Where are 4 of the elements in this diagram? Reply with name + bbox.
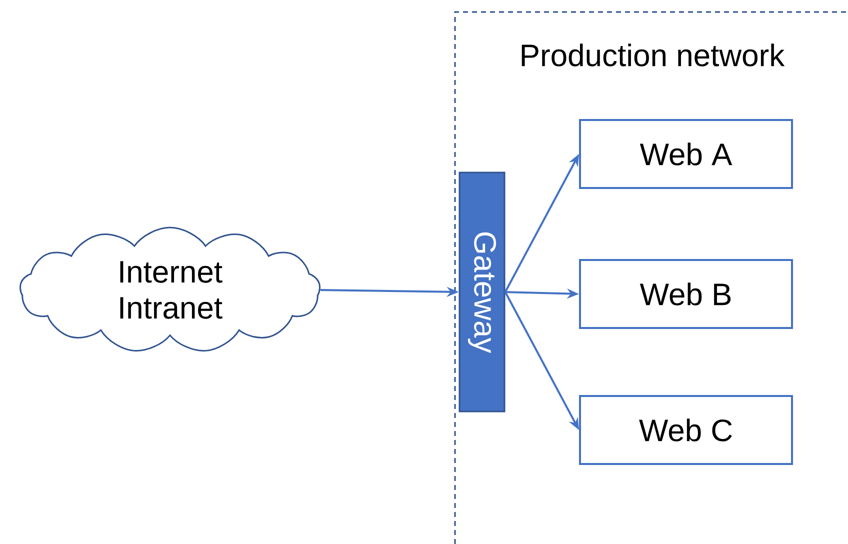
server-box: Web A	[579, 119, 793, 189]
server-box: Web C	[579, 395, 793, 465]
gateway-bar: Gateway	[458, 172, 506, 412]
server-box: Web B	[579, 259, 793, 329]
